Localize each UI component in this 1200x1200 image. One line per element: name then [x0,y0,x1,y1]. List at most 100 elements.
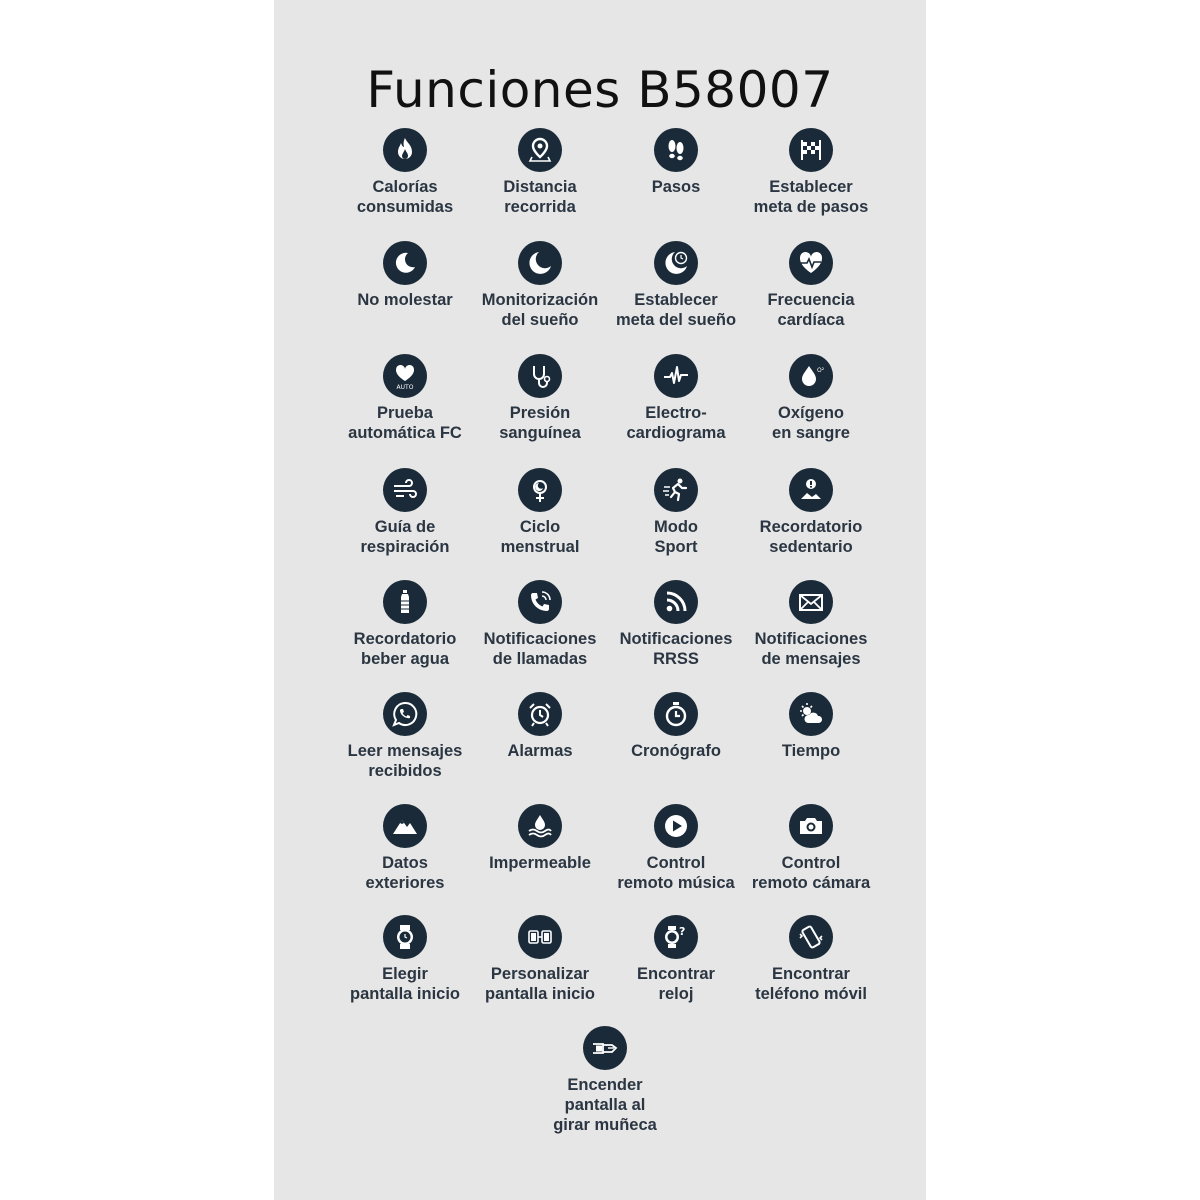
feature-alarmas: Alarmas [465,692,615,761]
svg-text:zZ: zZ [541,257,549,264]
venus-moon-icon [518,468,562,512]
feature-label: Tiempo [781,742,841,760]
wrist-raise-icon [583,1026,627,1070]
watch-icon [383,915,427,959]
whatsapp-icon [383,692,427,736]
mountains-icon [383,804,427,848]
feature-tiempo: Tiempo [736,692,886,761]
feature-impermeable: Impermeable [465,804,615,873]
phone-call-icon [518,580,562,624]
phone-vibrate-icon [789,915,833,959]
play-button-icon [654,804,698,848]
moon-icon [383,241,427,285]
svg-text:AUTO: AUTO [397,384,414,391]
feature-label: Impermeable [489,854,591,872]
heart-auto-icon: AUTO [383,354,427,398]
finish-flag-icon [789,128,833,172]
footsteps-icon [654,128,698,172]
envelope-icon [789,580,833,624]
oxygen-drop-icon: O² [789,354,833,398]
watch-faces-icon [518,915,562,959]
feature-label: Alarmas [507,742,573,760]
stopwatch-icon [654,692,698,736]
sleep-moon-icon: zZ [518,241,562,285]
location-pin-icon [518,128,562,172]
wind-breath-icon [383,468,427,512]
sedentary-alert-icon [789,468,833,512]
ecg-wave-icon [654,354,698,398]
weather-sun-cloud-icon [789,692,833,736]
camera-icon [789,804,833,848]
feature-no-molestar: No molestar [330,241,480,310]
heart-pulse-icon [789,241,833,285]
moon-clock-icon [654,241,698,285]
runner-icon [654,468,698,512]
feature-label: Pasos [651,178,701,196]
feature-pasos: Pasos [601,128,751,197]
page-title: Funciones B58007 [366,60,834,119]
feature-electrocardiograma: Electro-cardiograma [601,354,751,443]
watch-question-icon: ? [654,915,698,959]
svg-text:O²: O² [817,367,825,374]
feature-label: Cronógrafo [631,742,721,760]
water-bottle-icon [383,580,427,624]
feature-cronografo: Cronógrafo [601,692,751,761]
flame-icon [383,128,427,172]
feature-label: No molestar [357,291,453,309]
water-resistant-icon [518,804,562,848]
stethoscope-icon [518,354,562,398]
